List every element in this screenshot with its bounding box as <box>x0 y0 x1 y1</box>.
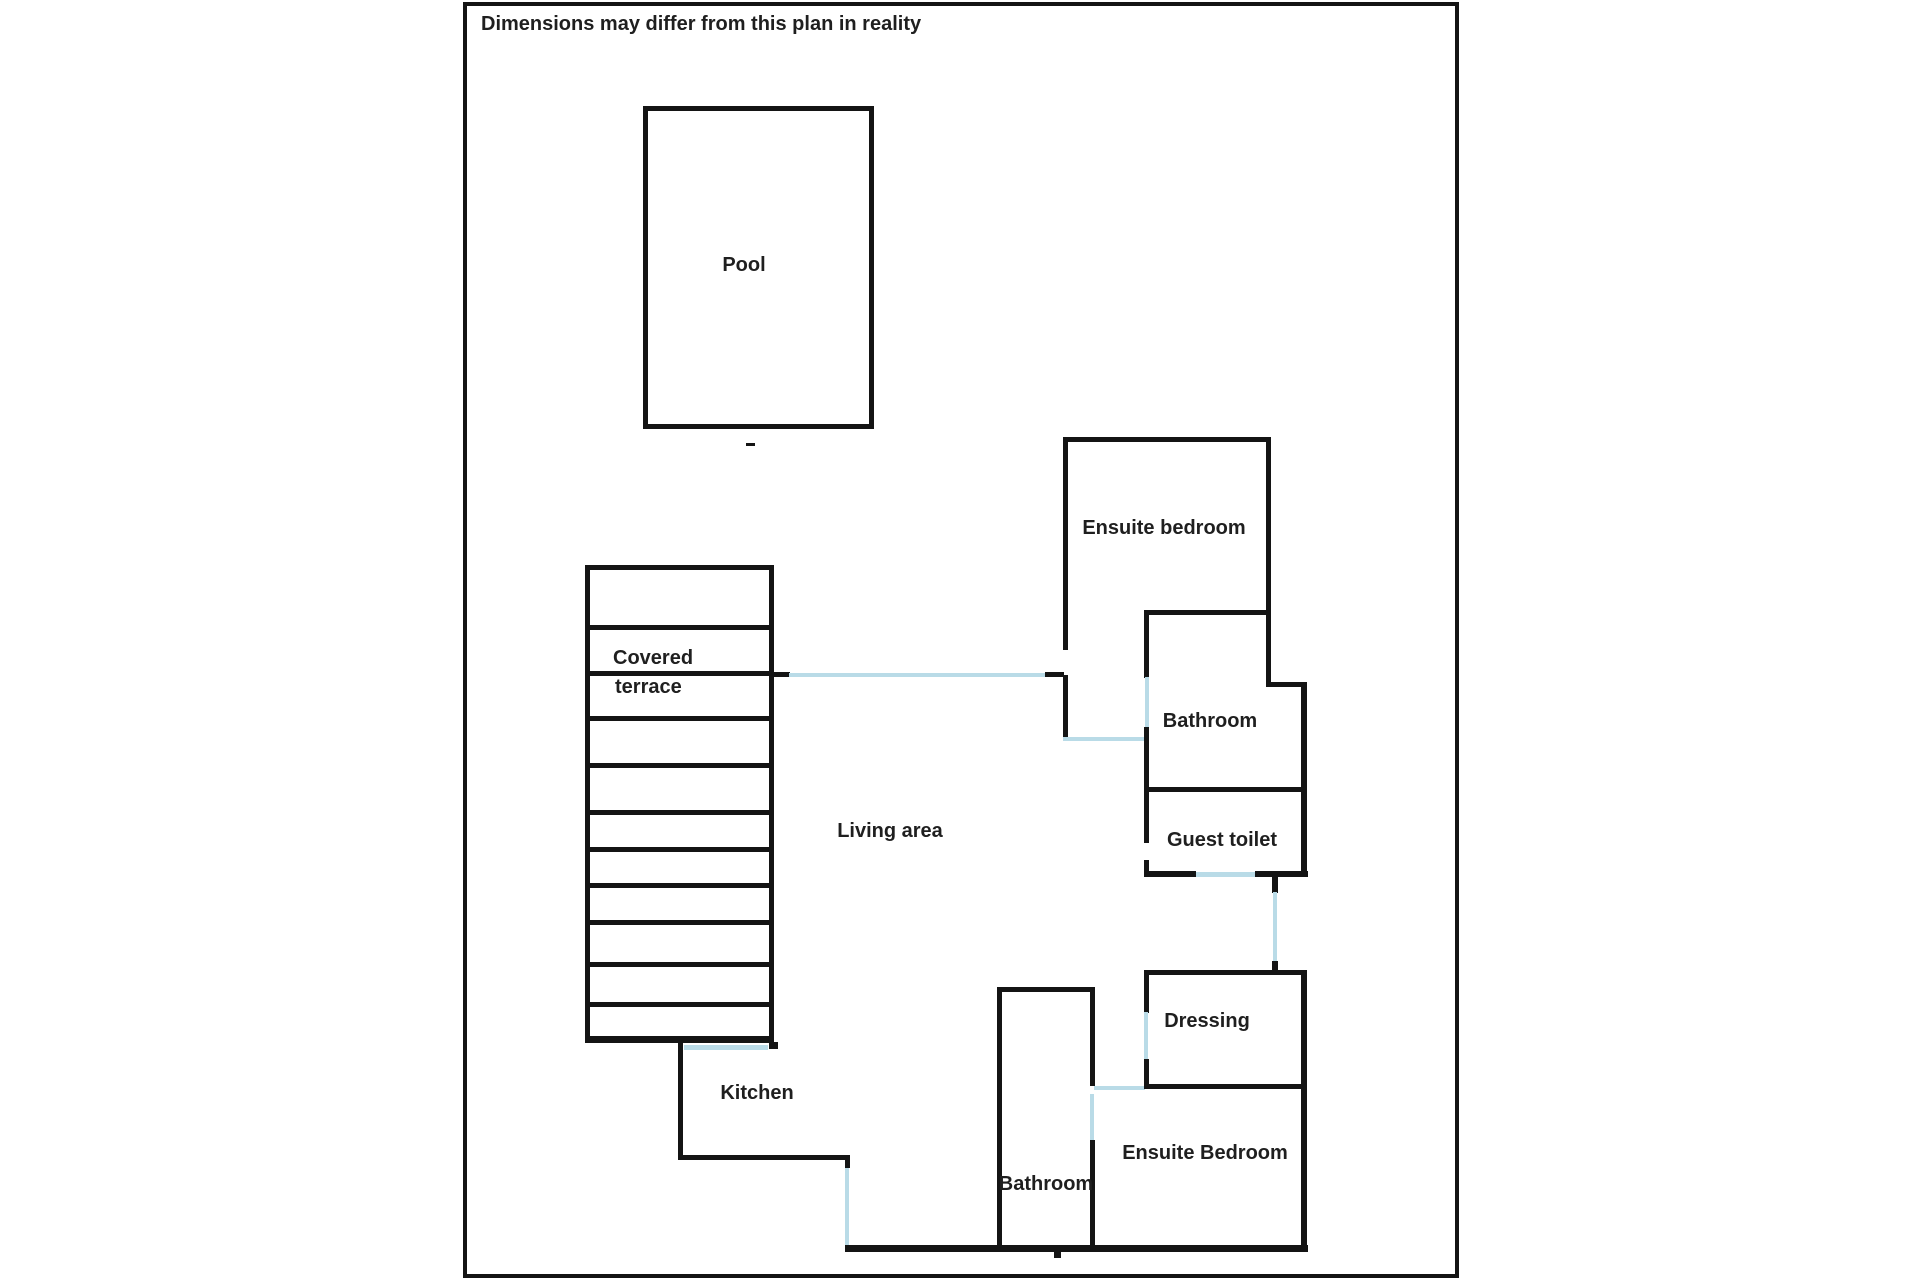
wall-segment <box>1144 871 1196 877</box>
wall-segment <box>585 883 774 888</box>
wall-segment <box>1144 1084 1306 1089</box>
wall-segment <box>845 1245 1308 1252</box>
door-segment <box>1094 1086 1145 1090</box>
plan-outer-border <box>463 2 1459 1278</box>
wall-segment <box>585 565 590 1043</box>
pool-outline <box>643 106 874 429</box>
room-label-pool: Pool <box>722 254 766 276</box>
wall-segment <box>1144 727 1149 790</box>
room-label-dressing: Dressing <box>1164 1010 1250 1032</box>
wall-segment <box>678 1155 850 1160</box>
wall-segment <box>585 810 774 815</box>
room-label-bathroom-top: Bathroom <box>1162 710 1258 732</box>
wall-segment <box>585 847 774 852</box>
room-label-covered-terrace-line1: Covered <box>613 647 694 669</box>
wall-segment <box>678 1043 683 1160</box>
wall-segment <box>1255 871 1308 877</box>
wall-segment <box>746 443 755 446</box>
room-label-ensuite-bedroom-bottom: Ensuite Bedroom <box>1122 1142 1288 1164</box>
door-segment <box>1144 1012 1148 1060</box>
wall-segment <box>1301 682 1307 875</box>
door-segment <box>845 1168 849 1246</box>
room-label-ensuite-bedroom-top: Ensuite bedroom <box>1082 517 1246 539</box>
wall-segment <box>585 962 774 967</box>
wall-segment <box>1301 970 1307 1251</box>
door-segment <box>1090 1094 1094 1142</box>
wall-segment <box>585 716 774 721</box>
wall-segment <box>585 625 774 630</box>
wall-segment <box>585 920 774 925</box>
door-segment <box>1273 892 1277 962</box>
wall-segment <box>772 672 790 677</box>
door-segment <box>684 1045 768 1050</box>
wall-segment <box>997 987 1094 992</box>
door-segment <box>1196 872 1255 877</box>
wall-segment <box>1090 987 1095 1086</box>
room-label-covered-terrace-line2: terrace <box>615 676 682 698</box>
wall-segment <box>585 763 774 768</box>
wall-segment <box>1272 961 1278 972</box>
wall-segment <box>1063 437 1068 650</box>
wall-segment <box>1144 787 1306 792</box>
wall-segment <box>1144 860 1149 874</box>
door-segment <box>1063 737 1144 741</box>
wall-segment <box>769 565 774 1043</box>
wall-segment <box>1144 970 1306 975</box>
wall-segment <box>1144 610 1149 678</box>
wall-segment <box>1266 437 1271 687</box>
wall-segment <box>1144 790 1149 843</box>
wall-segment <box>769 1042 778 1049</box>
wall-segment <box>585 671 774 676</box>
wall-segment <box>997 987 1002 1248</box>
door-segment <box>789 673 1046 677</box>
wall-segment <box>845 1155 850 1168</box>
disclaimer-text: Dimensions may differ from this plan in … <box>481 13 922 35</box>
wall-segment <box>585 565 774 570</box>
wall-segment <box>1063 675 1068 740</box>
wall-segment <box>585 1002 774 1007</box>
wall-segment <box>1266 682 1306 687</box>
wall-segment <box>1090 1140 1095 1248</box>
door-segment <box>1145 677 1149 728</box>
wall-segment <box>1144 970 1149 1013</box>
room-label-living-area: Living area <box>837 820 943 842</box>
wall-segment <box>585 1036 774 1043</box>
wall-segment <box>1272 876 1278 893</box>
wall-segment <box>1054 1252 1061 1258</box>
wall-segment <box>1144 610 1271 615</box>
room-label-guest-toilet: Guest toilet <box>1166 829 1278 851</box>
wall-segment <box>1144 1059 1149 1088</box>
room-label-kitchen: Kitchen <box>720 1082 794 1104</box>
room-label-bathroom-bottom: Bathroom <box>998 1173 1094 1195</box>
wall-segment <box>1065 437 1271 442</box>
wall-segment <box>1045 672 1064 677</box>
